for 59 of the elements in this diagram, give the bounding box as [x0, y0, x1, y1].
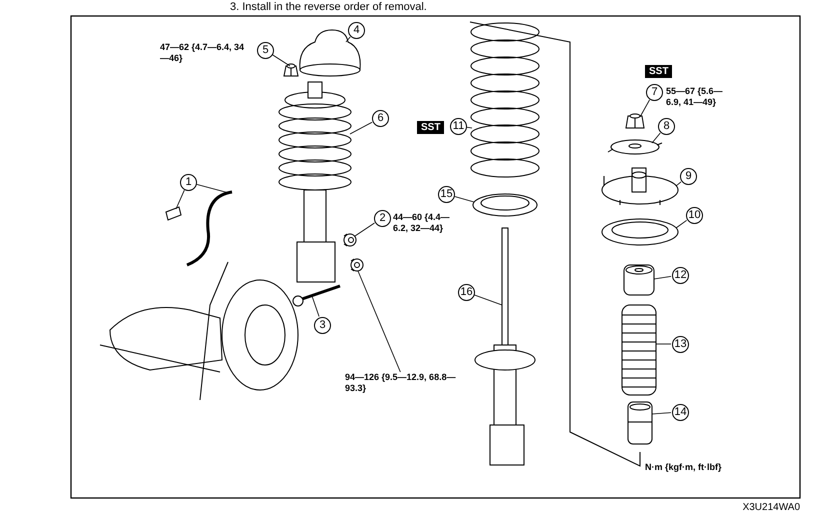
torque-value: 44—60 {4.4—6.2, 32—44} [393, 212, 451, 234]
bumper-drawing [628, 402, 652, 444]
torque-value: 55—67 {5.6—6.9, 41—49} [666, 86, 724, 108]
leader-line [474, 294, 502, 306]
leader-line [350, 122, 372, 134]
callout-number: 13 [672, 336, 689, 353]
figure-code: X3U214WA0 [742, 502, 800, 513]
leader-line [196, 184, 230, 194]
callout-number: 3 [314, 317, 331, 334]
callout-number: 1 [180, 174, 197, 191]
callout-number: 7 [646, 84, 663, 101]
tool-tag: SST [417, 121, 444, 134]
callout-number: 11 [450, 118, 467, 135]
brake-hose-drawing [186, 190, 232, 266]
leader-line [346, 36, 351, 42]
callout-number: 16 [458, 284, 475, 301]
callout-number: 5 [257, 42, 274, 59]
leader-line [454, 196, 474, 202]
callout-number: 9 [680, 168, 697, 185]
dust-boot-drawing [622, 304, 656, 396]
instruction-text: 3. Install in the reverse order of removal. [230, 1, 427, 14]
nut-drawing [350, 258, 364, 272]
callout-number: 4 [348, 22, 365, 39]
clip-drawing [165, 206, 182, 221]
leader-line [676, 181, 682, 186]
leader-line [640, 99, 650, 118]
seat-ring-drawing [602, 218, 678, 246]
tool-tag: SST [645, 65, 672, 78]
callout-number: 12 [672, 267, 689, 284]
leader-line [676, 220, 688, 228]
callout-number: 15 [438, 186, 455, 203]
leader-line [466, 126, 472, 128]
strut-assembly-drawing [278, 82, 352, 282]
nut-drawing [625, 114, 645, 128]
torque-value: 47—62 {4.7—6.4, 34—46} [160, 42, 246, 64]
callout-number: 8 [658, 118, 675, 135]
leader-line [312, 296, 320, 317]
shock-absorber-drawing [474, 228, 536, 466]
torque-value: 94—126 {9.5—12.9, 68.8—93.3} [345, 372, 465, 394]
callout-number: 10 [686, 207, 703, 224]
callout-number: 2 [374, 210, 391, 227]
leader-line [272, 54, 290, 66]
unit-note: N·m {kgf·m, ft·lbf} [645, 462, 722, 473]
strut-mount-drawing [602, 168, 678, 206]
leader-line [176, 190, 185, 210]
leader-line [354, 222, 375, 236]
callout-number: 6 [372, 110, 389, 127]
mount-plate-drawing [608, 140, 662, 154]
bound-stopper-drawing [624, 264, 654, 296]
bolt-drawing [292, 284, 340, 306]
nut-drawing [283, 64, 299, 76]
callout-number: 14 [672, 404, 689, 421]
leader-line [654, 276, 672, 280]
coil-spring-drawing [470, 22, 540, 178]
nut-drawing [344, 234, 356, 246]
spring-seat-drawing [472, 194, 538, 216]
leader-line [652, 132, 661, 144]
leader-line [652, 412, 672, 414]
leader-line [358, 270, 401, 372]
